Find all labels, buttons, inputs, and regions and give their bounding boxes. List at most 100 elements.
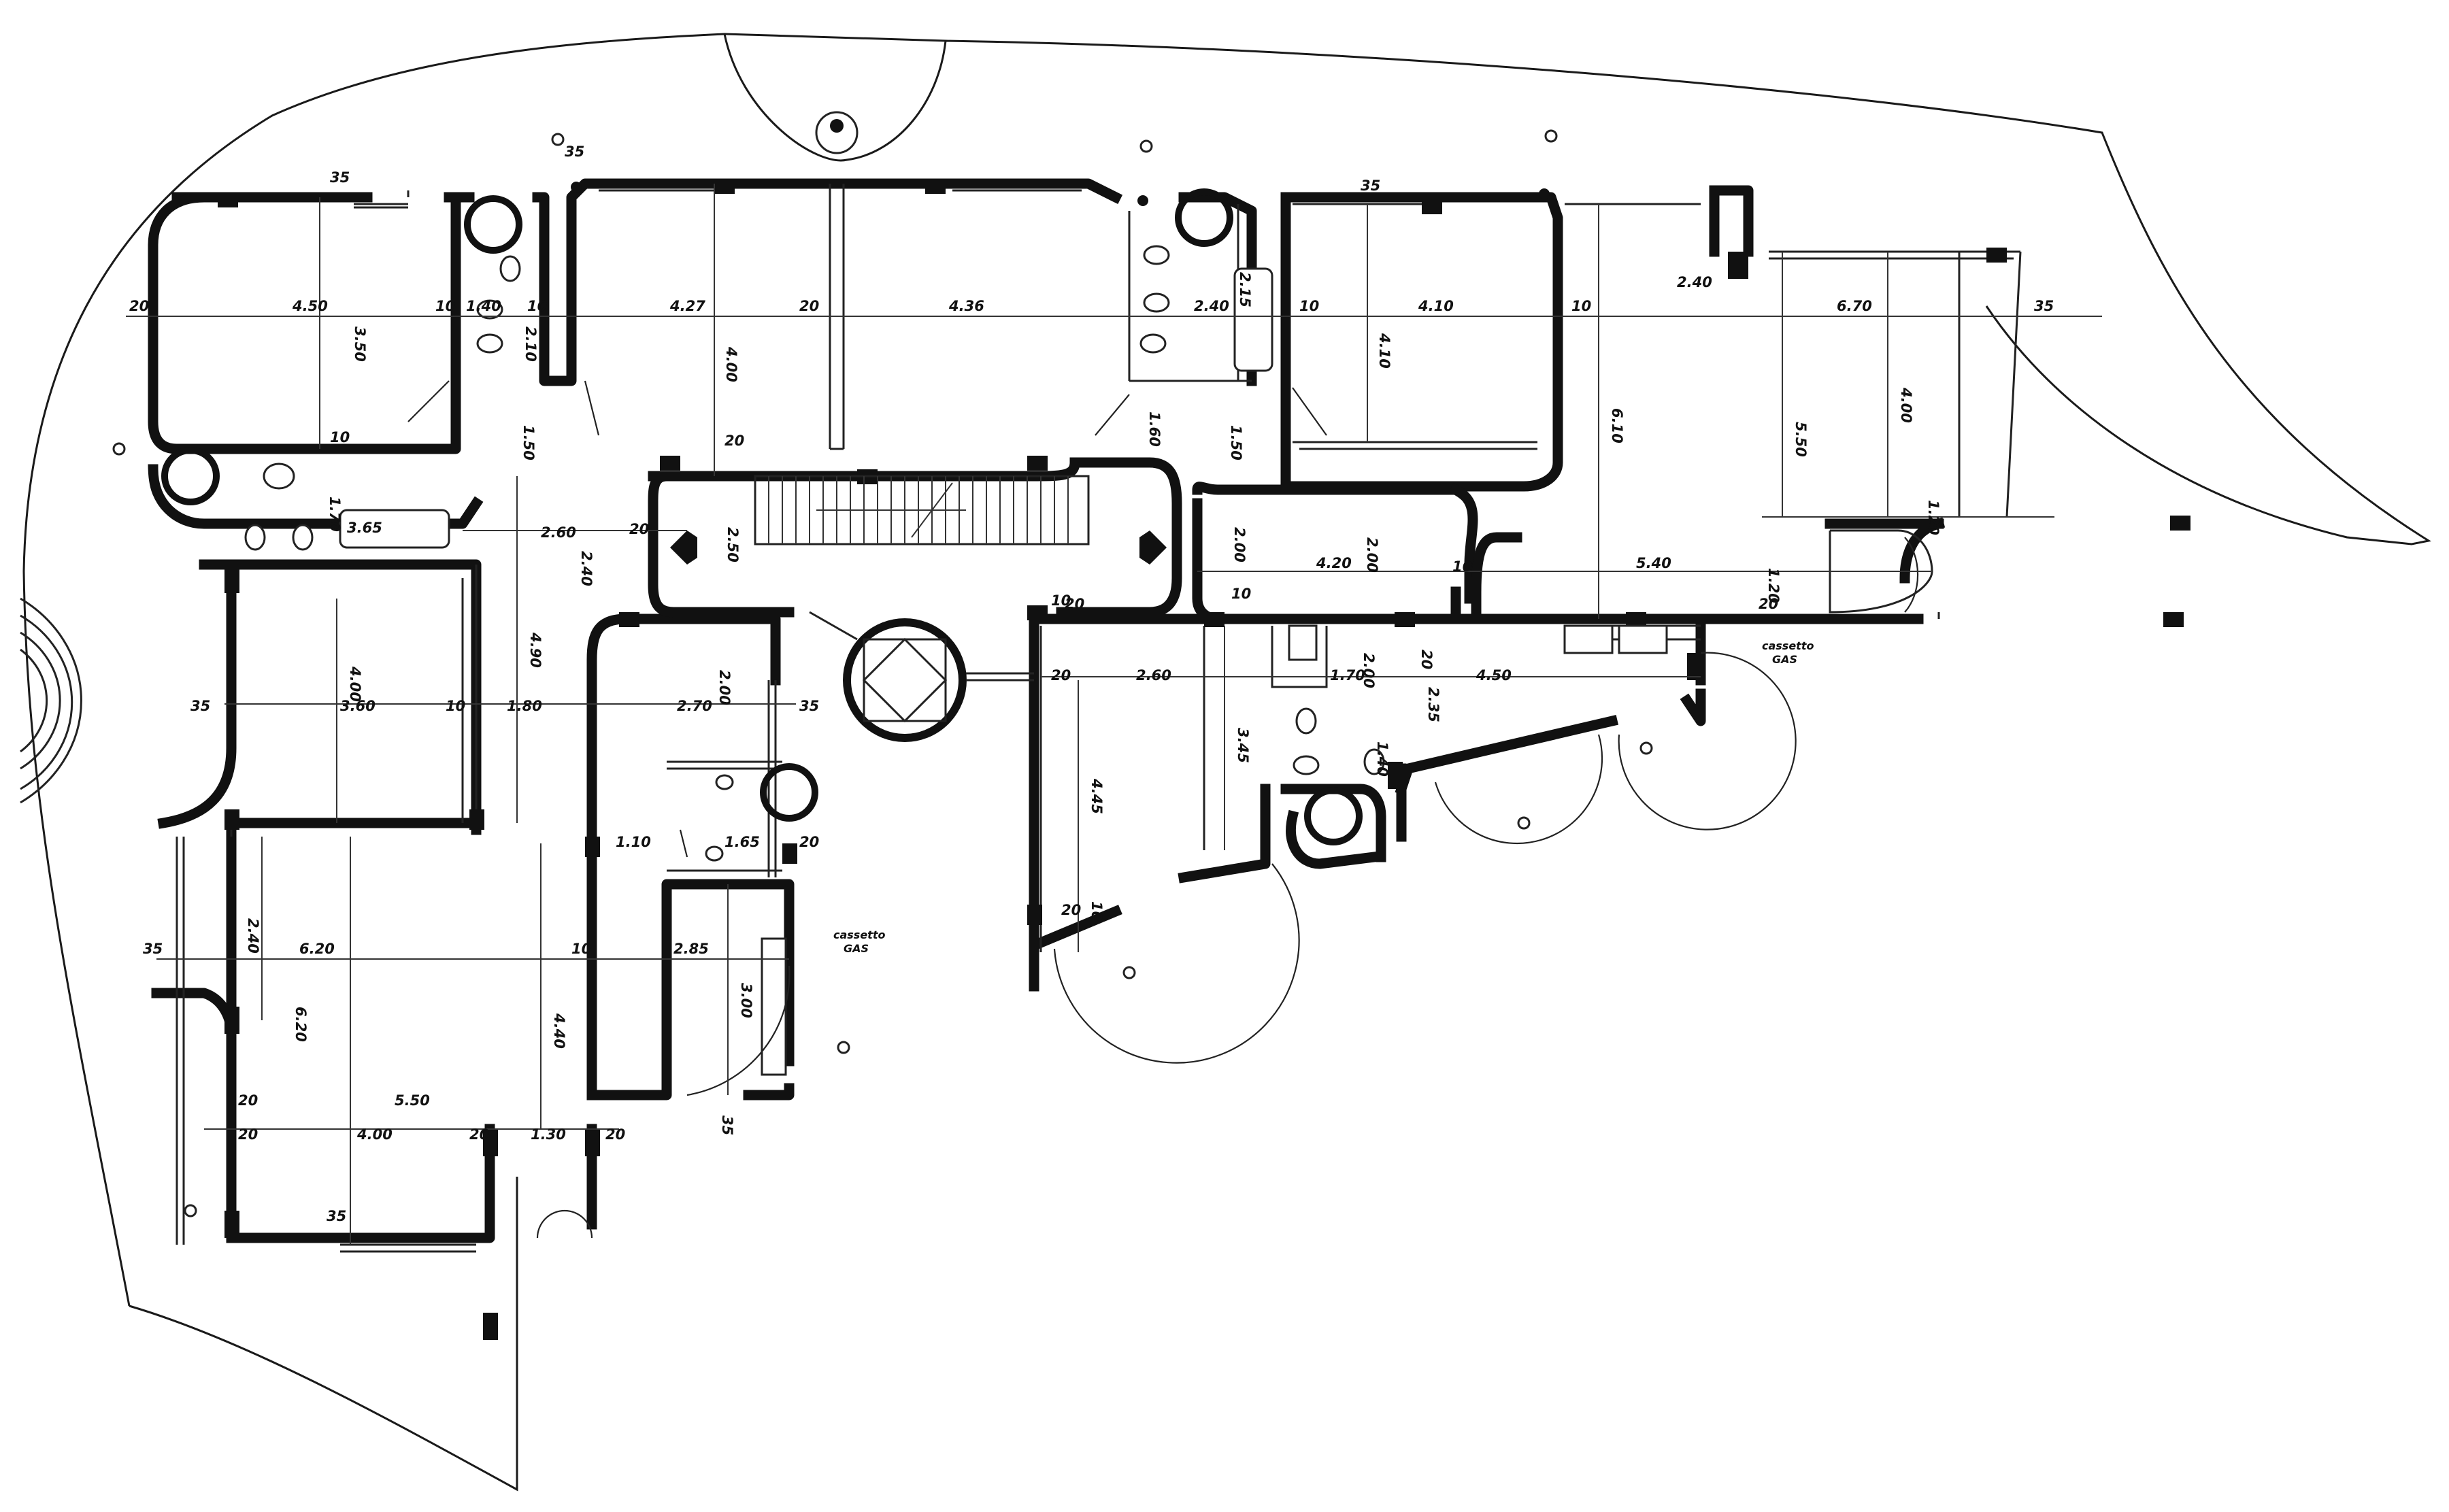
svg-text:2.40: 2.40: [1194, 298, 1229, 314]
svg-text:4.50: 4.50: [1476, 667, 1512, 684]
svg-text:2.10: 2.10: [522, 326, 539, 362]
svg-text:2.00: 2.00: [1231, 527, 1248, 562]
svg-text:1.40: 1.40: [466, 298, 501, 314]
svg-text:5.50: 5.50: [395, 1092, 430, 1109]
light-markers: [112, 129, 1653, 1217]
svg-text:6.20: 6.20: [293, 1007, 309, 1042]
svg-text:4.00: 4.00: [1898, 387, 1914, 423]
svg-text:1.50: 1.50: [1228, 425, 1244, 460]
dimension-lines: [126, 184, 2102, 1245]
svg-text:20: 20: [238, 1126, 258, 1143]
svg-text:20: 20: [1418, 650, 1435, 669]
svg-text:35: 35: [327, 1208, 346, 1224]
svg-text:1.70: 1.70: [327, 497, 343, 532]
svg-text:2.00: 2.00: [716, 670, 733, 705]
svg-text:1.40: 1.40: [1374, 741, 1390, 777]
svg-text:3.45: 3.45: [1235, 728, 1251, 763]
arrow-left-icon: [670, 531, 697, 565]
left-terrace-arc: [20, 597, 82, 804]
svg-text:1.60: 1.60: [1146, 411, 1163, 447]
svg-text:2.40: 2.40: [1677, 274, 1712, 290]
svg-text:1.70: 1.70: [1330, 667, 1365, 684]
svg-text:3.65: 3.65: [347, 520, 382, 536]
stair: [754, 475, 1090, 545]
svg-text:cassetto: cassetto: [833, 928, 885, 941]
svg-text:2.00: 2.00: [1364, 537, 1380, 573]
svg-text:20: 20: [1759, 596, 1778, 612]
svg-text:35: 35: [2034, 298, 2054, 314]
svg-text:20: 20: [629, 521, 649, 537]
svg-text:10: 10: [1452, 558, 1472, 575]
svg-text:GAS: GAS: [844, 942, 869, 955]
svg-text:1.80: 1.80: [507, 698, 542, 714]
svg-text:3.60: 3.60: [340, 698, 376, 714]
svg-text:6.70: 6.70: [1837, 298, 1872, 314]
svg-text:10: 10: [571, 941, 591, 957]
svg-text:4.90: 4.90: [527, 632, 544, 668]
svg-text:5.40: 5.40: [1636, 555, 1671, 571]
svg-text:cassetto: cassetto: [1762, 639, 1814, 652]
svg-text:6.10: 6.10: [1609, 408, 1625, 443]
svg-text:20: 20: [129, 298, 149, 314]
svg-text:4.40: 4.40: [551, 1013, 567, 1049]
svg-text:35: 35: [719, 1115, 735, 1135]
svg-text:4.00: 4.00: [723, 346, 739, 382]
svg-text:20: 20: [1051, 667, 1071, 684]
top-round-window: [815, 111, 859, 154]
arrow-right-icon: [1139, 531, 1167, 565]
sanitary-fixtures: [244, 245, 1668, 1076]
svg-text:10: 10: [330, 429, 350, 446]
svg-text:10: 10: [1299, 298, 1319, 314]
svg-text:GAS: GAS: [1772, 653, 1797, 666]
door-swings: [407, 380, 1919, 1239]
left-terrace-arc-inner2: [20, 631, 61, 770]
svg-text:1.50: 1.50: [520, 425, 537, 460]
svg-text:35: 35: [565, 144, 584, 160]
svg-text:20: 20: [605, 1126, 625, 1143]
svg-text:10: 10: [1088, 901, 1105, 921]
left-terrace-arc-inner: [20, 614, 73, 790]
svg-text:35: 35: [190, 698, 210, 714]
svg-text:35: 35: [143, 941, 163, 957]
svg-text:10: 10: [435, 298, 455, 314]
exterior-walls: [148, 178, 1946, 1243]
svg-text:4.00: 4.00: [356, 1126, 393, 1143]
svg-text:1.10: 1.10: [616, 834, 651, 850]
svg-text:4.36: 4.36: [948, 298, 984, 314]
svg-text:1.30: 1.30: [531, 1126, 566, 1143]
svg-text:3.00: 3.00: [738, 983, 754, 1018]
svg-text:10: 10: [1051, 592, 1071, 609]
svg-text:2.35: 2.35: [1425, 687, 1442, 722]
svg-text:1.65: 1.65: [724, 834, 760, 850]
elevator: [809, 611, 1034, 742]
svg-text:20: 20: [724, 433, 744, 449]
pillars: [218, 179, 2190, 1340]
svg-text:5.50: 5.50: [1793, 422, 1809, 457]
svg-text:2.60: 2.60: [541, 524, 576, 541]
svg-text:10: 10: [1571, 298, 1591, 314]
svg-text:10: 10: [446, 698, 465, 714]
left-terrace-arc-inner3: [20, 648, 48, 753]
svg-text:2.50: 2.50: [724, 527, 741, 562]
svg-text:2.40: 2.40: [245, 918, 261, 954]
svg-text:20: 20: [469, 1126, 489, 1143]
svg-text:10: 10: [527, 298, 547, 314]
svg-text:2.00: 2.00: [1361, 653, 1377, 688]
svg-text:2.85: 2.85: [673, 941, 709, 957]
site-boundary: [22, 33, 2431, 1492]
svg-text:35: 35: [330, 169, 350, 186]
svg-text:35: 35: [799, 698, 819, 714]
svg-text:4.50: 4.50: [292, 298, 328, 314]
svg-text:4.10: 4.10: [1418, 298, 1454, 314]
svg-text:20: 20: [1061, 902, 1081, 918]
svg-text:2.40: 2.40: [578, 551, 595, 586]
svg-text:20: 20: [1065, 596, 1084, 612]
svg-text:20: 20: [238, 1092, 258, 1109]
svg-text:35: 35: [1361, 178, 1380, 194]
svg-text:2.60: 2.60: [1136, 667, 1171, 684]
svg-text:10: 10: [1231, 586, 1251, 602]
svg-text:4.45: 4.45: [1088, 778, 1105, 814]
svg-text:20: 20: [799, 834, 819, 850]
svg-text:2.15: 2.15: [1237, 272, 1253, 307]
